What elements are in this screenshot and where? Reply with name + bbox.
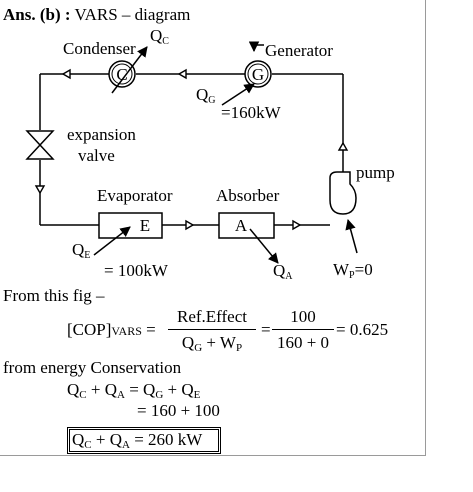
heading: Ans. (b) : VARS – diagram: [3, 6, 190, 23]
flow-arrow-left-down: [34, 185, 46, 195]
generator-symbol-letter: G: [252, 65, 264, 84]
condenser-symbol: [108, 60, 136, 88]
frac1-denominator: QG + WP: [181, 333, 243, 354]
energy-equation-line1: QC + QA = QG + QE: [67, 380, 201, 401]
frac2-denominator: 160 + 0: [276, 333, 330, 352]
qg-label: QG: [196, 85, 216, 106]
evaporator-box: [98, 212, 163, 239]
evaporator-symbol-letter: E: [140, 216, 150, 235]
cop-fraction-2: 100 160 + 0: [272, 308, 334, 351]
cop-result: = 0.625: [336, 320, 389, 339]
cop-lhs: [COP]VARS =: [67, 320, 156, 339]
pump-symbol: [329, 171, 357, 215]
flow-arrow-top-left: [61, 68, 71, 80]
qc-label: QC: [150, 26, 169, 47]
generator-heat-value: =160kW: [221, 103, 281, 122]
absorber-heat-arrow: [249, 228, 279, 264]
pump-label: pump: [356, 163, 395, 182]
final-answer-box: [67, 427, 221, 454]
pump-work-arrow: [345, 218, 358, 254]
condenser-heat-arrow: [111, 46, 148, 94]
evaporator-heat-value: = 100kW: [104, 261, 168, 280]
generator-heat-arrow: [221, 83, 255, 106]
from-fig-text: From this fig –: [3, 286, 105, 305]
cop-fraction-1: Ref.Effect QG + WP: [168, 308, 256, 354]
equals-sign-2: =: [261, 320, 271, 339]
expansion-valve-symbol: [25, 130, 55, 160]
absorber-box: [218, 212, 275, 239]
condenser-symbol-letter: C: [116, 65, 127, 84]
evaporator-label: Evaporator: [97, 186, 173, 205]
generator-label-pointer: [248, 41, 264, 53]
wp-label: WP=0: [333, 260, 373, 281]
frac2-numerator: 100: [272, 308, 334, 330]
expansion-label-line1: expansion: [67, 125, 136, 144]
figure-frame: [0, 0, 426, 456]
flow-arrow-right: [337, 141, 349, 151]
generator-label: Generator: [265, 41, 333, 60]
expansion-label-line2: valve: [78, 146, 115, 165]
flow-arrow-bottom-mid: [185, 219, 195, 231]
flow-arrows: [34, 68, 349, 231]
frac1-numerator: Ref.Effect: [168, 308, 256, 330]
condenser-label: Condenser: [63, 39, 136, 58]
energy-conservation-text: from energy Conservation: [3, 358, 182, 377]
evaporator-heat-arrow: [93, 226, 131, 256]
generator-symbol: [244, 60, 272, 88]
flow-arrow-top-mid: [177, 68, 187, 80]
qa-label: QA: [273, 261, 293, 282]
answer-label: Ans. (b) :: [3, 5, 71, 24]
qe-label: QE: [72, 240, 90, 261]
absorber-label: Absorber: [216, 186, 280, 205]
diagram-title: VARS – diagram: [74, 5, 191, 24]
energy-equation-line2: = 160 + 100: [137, 401, 220, 420]
absorber-symbol-letter: A: [235, 216, 248, 235]
final-answer: QC + QA = 260 kW: [72, 430, 203, 451]
flow-arrow-bottom-right: [292, 219, 302, 231]
